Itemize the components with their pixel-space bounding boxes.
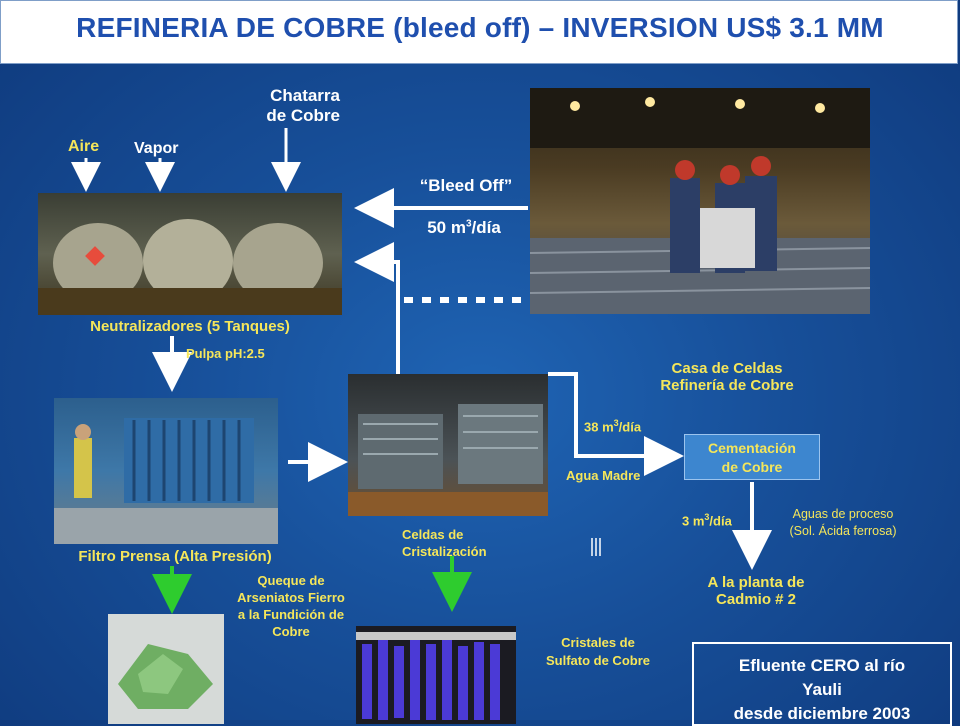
chatarra-line1: Chatarra — [270, 86, 340, 105]
neutralizadores-label: Neutralizadores (5 Tanques) — [90, 318, 290, 335]
bleed-off-flow-sup: 3 — [465, 218, 472, 230]
flow-3-label: 3 m3/día — [682, 512, 732, 528]
filter-press-illustration — [54, 418, 278, 544]
flow-38-label: 38 m3/día — [584, 418, 641, 434]
cementacion-line1: Cementación — [708, 440, 796, 456]
tick-marks — [591, 538, 601, 556]
queque-line1: Queque de — [257, 573, 325, 588]
aguas-proceso-label: Aguas de proceso (Sol. Ácida ferrosa) — [768, 506, 918, 540]
bleed-off-flow: 50 m3/día — [404, 218, 524, 238]
aguas-proceso-line2: (Sol. Ácida ferrosa) — [789, 524, 897, 538]
cristales-label: Cristales de Sulfato de Cobre — [528, 634, 668, 670]
aguas-proceso-line1: Aguas de proceso — [792, 507, 894, 521]
cells-to-cementation-line — [548, 372, 684, 476]
flow-38-sup: 3 — [613, 418, 619, 428]
bleed-off-flow-value: 50 m — [427, 218, 466, 237]
arsenate-cake-photo — [108, 614, 224, 724]
copper-sulfate-crystals-illustration — [356, 632, 516, 720]
planta-cadmio-label: A la planta de Cadmio # 2 — [676, 574, 836, 608]
efluente-line3: desde diciembre 2003 — [733, 704, 911, 723]
queque-label: Queque de Arseniatos Fierro a la Fundici… — [216, 572, 366, 640]
arsenate-cake-illustration — [118, 644, 213, 709]
filtro-prensa-label: Filtro Prensa (Alta Presión) — [78, 548, 272, 565]
filter-press-photo — [54, 398, 278, 544]
flow-38-value: 38 m — [584, 419, 614, 435]
planta-cadmio-line2: Cadmio # 2 — [715, 591, 797, 608]
planta-cadmio-line1: A la planta de — [707, 574, 805, 591]
copper-sulfate-crystals-photo — [356, 626, 516, 724]
recycle-loop-line — [354, 242, 400, 374]
queque-line2: Arseniatos Fierro — [237, 590, 345, 605]
casa-celdas-line2: Refinería de Cobre — [660, 377, 794, 394]
crystallization-cells-illustration — [348, 404, 548, 516]
neutralizer-tanks-illustration — [38, 219, 342, 315]
flow-3-value: 3 m — [682, 513, 705, 529]
page-title: REFINERIA DE COBRE (bleed off) – INVERSI… — [76, 12, 884, 43]
cementacion-box: Cementación de Cobre — [684, 434, 820, 480]
agua-madre-label: Agua Madre — [566, 468, 641, 483]
cristales-line2: Sulfato de Cobre — [545, 653, 650, 668]
chatarra-label: Chatarra de Cobre — [240, 86, 340, 126]
flow-3-sup: 3 — [704, 512, 710, 522]
queque-line3: a la Fundición de — [237, 607, 345, 622]
crystallization-cells-photo — [348, 374, 548, 516]
pulpa-label: Pulpa pH:2.5 — [186, 346, 265, 361]
efluente-line2: Yauli — [802, 680, 842, 699]
neutralizer-tanks-photo — [38, 193, 342, 315]
aire-label: Aire — [68, 138, 100, 155]
title-box — [0, 0, 958, 64]
casa-celdas-label: Casa de Celdas Refinería de Cobre — [622, 360, 832, 394]
cristales-line1: Cristales de — [561, 635, 635, 650]
queque-line4: Cobre — [272, 624, 310, 639]
celdas-cristalizacion-line1: Celdas de — [402, 527, 464, 542]
flow-3-unit: /día — [709, 513, 732, 529]
bleed-off-flow-unit: /día — [471, 218, 501, 237]
vapor-label: Vapor — [134, 140, 179, 157]
refinery-workers-illustration — [530, 88, 870, 314]
celdas-cristalizacion-line2: Cristalización — [402, 544, 487, 559]
efluente-box: Efluente CERO al río Yauli desde diciemb… — [692, 642, 952, 726]
casa-celdas-line1: Casa de Celdas — [671, 360, 783, 377]
bleed-off-label: “Bleed Off” — [419, 176, 513, 195]
chatarra-line2: de Cobre — [266, 106, 340, 125]
refinery-workers-photo — [530, 88, 870, 314]
flow-38-unit: /día — [618, 419, 642, 435]
cementacion-line2: de Cobre — [721, 459, 783, 475]
efluente-line1: Efluente CERO al río — [738, 656, 906, 675]
celdas-cristalizacion-label: Celdas de Cristalización — [402, 526, 487, 560]
